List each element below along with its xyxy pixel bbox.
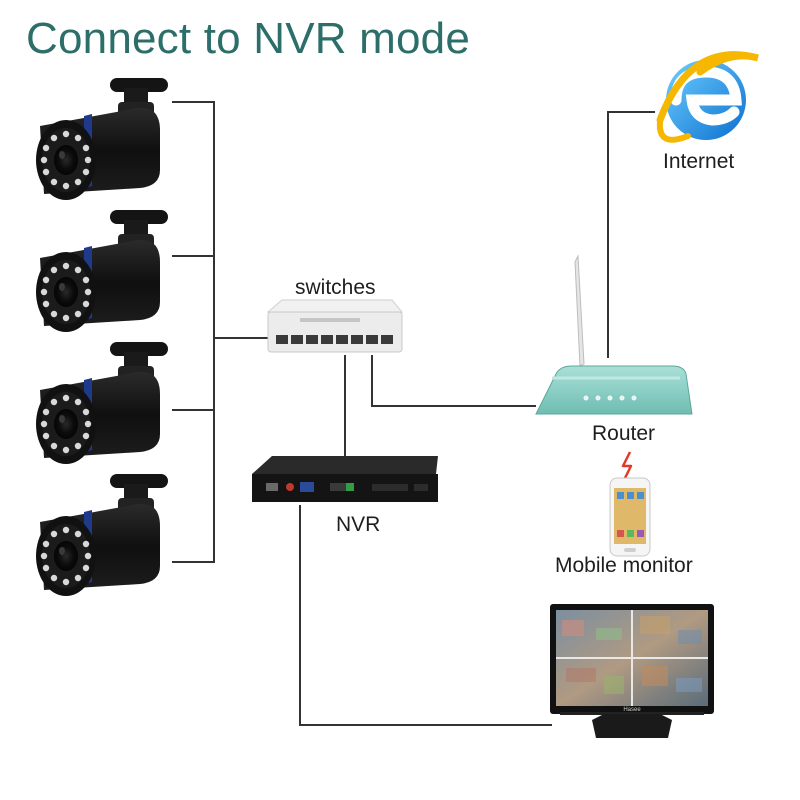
network-switch-icon	[266, 299, 404, 353]
camera-3	[36, 342, 168, 464]
switches-label: switches	[295, 276, 376, 299]
internet-label: Internet	[663, 150, 735, 173]
router-label: Router	[592, 422, 656, 445]
nvr-label: NVR	[336, 513, 381, 536]
camera-2	[36, 210, 168, 332]
camera-4	[36, 474, 168, 596]
camera-1	[36, 78, 168, 200]
page-title: Connect to NVR mode	[26, 14, 471, 63]
lcd-monitor-icon: Hasee	[550, 604, 714, 738]
connection-wires	[172, 101, 655, 726]
mobile-monitor-label: Mobile monitor	[555, 554, 693, 577]
nvr-recorder-icon	[252, 456, 438, 502]
internet-explorer-icon	[656, 51, 759, 143]
smartphone-icon	[609, 477, 651, 557]
monitor-brand: Hasee	[623, 707, 641, 713]
wifi-router-icon	[535, 254, 693, 415]
wireless-signal-icon	[621, 451, 633, 481]
